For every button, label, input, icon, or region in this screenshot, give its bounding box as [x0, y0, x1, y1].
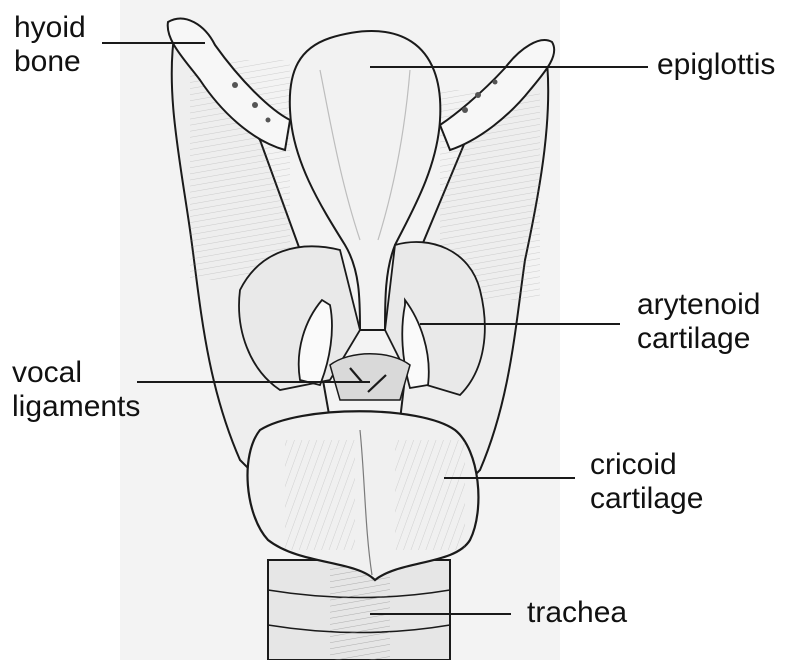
label-trachea-line1: trachea: [527, 596, 627, 630]
label-arytenoid-line2: cartilage: [637, 322, 760, 356]
label-hyoid-bone-line2: bone: [14, 45, 86, 79]
trachea-shape: [268, 560, 450, 660]
label-hyoid-bone: hyoid bone: [14, 11, 86, 79]
label-cricoid-line1: cricoid: [590, 448, 703, 482]
label-epiglottis: epiglottis: [657, 48, 775, 82]
label-vocal-ligaments: vocal ligaments: [12, 356, 140, 424]
label-vocal-ligaments-line2: ligaments: [12, 390, 140, 424]
label-cricoid-line2: cartilage: [590, 482, 703, 516]
label-vocal-ligaments-line1: vocal: [12, 356, 140, 390]
label-arytenoid-line1: arytenoid: [637, 288, 760, 322]
vocal-ligaments-shape: [330, 354, 410, 400]
label-trachea: trachea: [527, 596, 627, 630]
label-hyoid-bone-line1: hyoid: [14, 11, 86, 45]
label-cricoid-cartilage: cricoid cartilage: [590, 448, 703, 516]
label-epiglottis-line1: epiglottis: [657, 48, 775, 82]
label-arytenoid-cartilage: arytenoid cartilage: [637, 288, 760, 356]
